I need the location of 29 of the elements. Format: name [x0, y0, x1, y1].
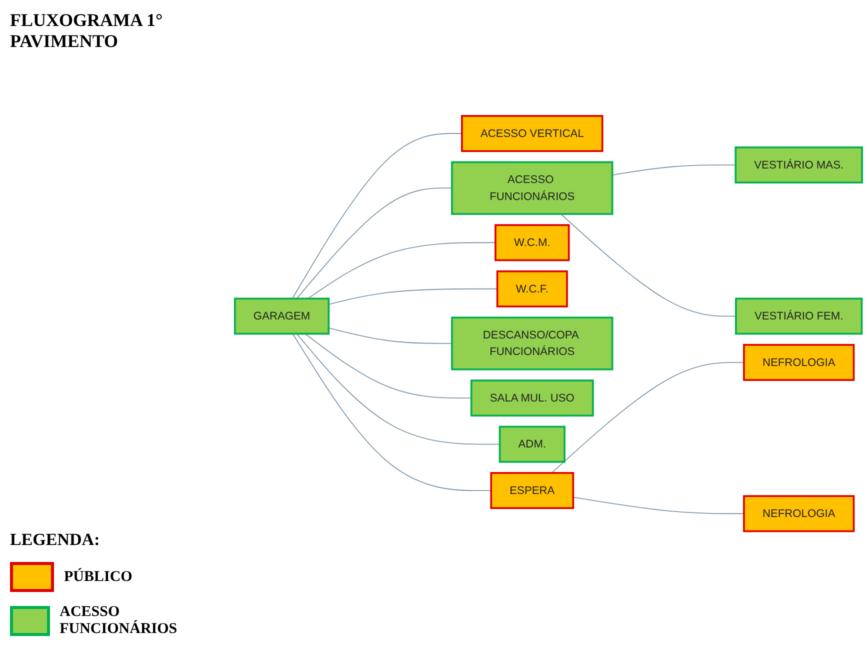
diagram-title: FLUXOGRAMA 1° PAVIMENTO: [10, 10, 164, 52]
connector: [328, 288, 498, 306]
connector: [296, 188, 452, 300]
connector: [572, 497, 744, 515]
node-box: SALA MUL. USO: [470, 380, 594, 417]
node-box: ESPERA: [490, 472, 574, 510]
connector: [304, 334, 472, 399]
node-box: ACESSO FUNCIONÁRIOS: [451, 162, 614, 216]
connector: [612, 164, 736, 176]
connector: [292, 133, 462, 300]
node-box: ACESSO VERTICAL: [461, 115, 604, 152]
node-box: ADM.: [498, 426, 566, 464]
node-box: W.C.M.: [494, 224, 570, 262]
node-box: VESTIÁRIO MAS.: [734, 146, 863, 184]
connector: [307, 242, 496, 300]
node-box: NEFROLOGIA: [743, 344, 855, 382]
node-box: NEFROLOGIA: [743, 496, 855, 533]
node-box: DESCANSO/COPA FUNCIONÁRIOS: [451, 317, 614, 371]
connector: [296, 334, 500, 446]
node-box: GARAGEM: [234, 298, 330, 336]
legend-label: ACESSO FUNCIONÁRIOS: [60, 604, 178, 638]
connector: [551, 362, 744, 474]
legend-heading: LEGENDA:: [10, 530, 101, 550]
connector: [292, 334, 492, 492]
connector: [560, 214, 736, 318]
legend-label: PÚBLICO: [64, 568, 132, 586]
connector: [328, 328, 452, 344]
node-box: VESTIÁRIO FEM.: [735, 298, 863, 336]
node-box: W.C.F.: [496, 270, 568, 308]
